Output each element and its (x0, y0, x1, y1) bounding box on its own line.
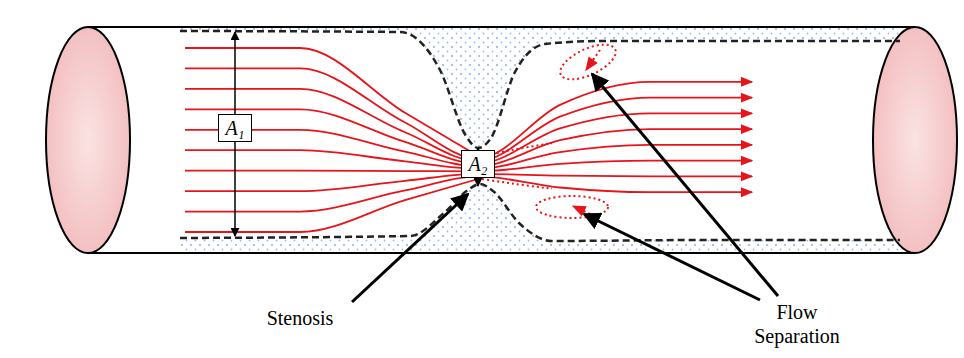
vessel-end-cap (46, 27, 130, 253)
vortex-arrow (586, 50, 600, 70)
plaque-region (180, 28, 900, 252)
vortex-arrow (573, 206, 590, 214)
area-label-box: A₂ (461, 150, 494, 178)
callout-arrows (352, 74, 778, 302)
area-symbol: A₂ (468, 153, 487, 175)
recirculation-zones (536, 38, 621, 218)
separating-streamline (482, 179, 552, 189)
callout-label: Stenosis (230, 306, 370, 330)
vessel-wall (88, 26, 915, 28)
area-symbol: A₁ (225, 117, 244, 139)
callout-label: Flow Separation (737, 300, 857, 348)
vessel-end-cap (873, 27, 957, 253)
leader-arrow (584, 214, 760, 300)
area-label-box: A₁ (218, 114, 251, 142)
vessel-tube (46, 27, 957, 253)
streamlines (185, 48, 752, 232)
leader-arrow (352, 194, 468, 302)
vortex-loop (555, 38, 620, 87)
plaque-fill (180, 184, 900, 252)
vortex-loop (536, 196, 608, 218)
dimension-lines (235, 32, 478, 236)
vessel-wall (88, 252, 915, 254)
